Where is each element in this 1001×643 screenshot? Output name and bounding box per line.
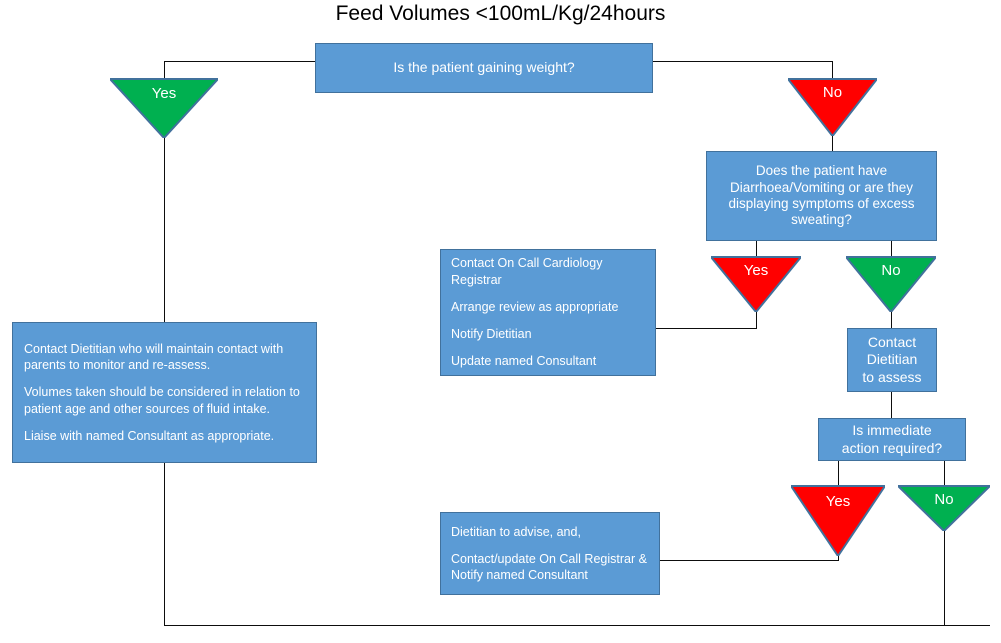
- node-label: Is the patient gaining weight?: [393, 59, 575, 76]
- down-triangle-icon: [791, 485, 885, 556]
- down-triangle-icon: [898, 485, 990, 531]
- down-triangle-icon: [711, 256, 801, 312]
- connector-yes-to-cardiology: [656, 328, 757, 329]
- node-label-line-2: Dietitian: [866, 351, 918, 368]
- dietitian-paragraph-1: Contact Dietitian who will maintain cont…: [24, 341, 284, 373]
- node-label-line-2: action required?: [841, 439, 943, 456]
- action-item-2: Arrange review as appropriate: [451, 299, 619, 314]
- branch-gaining-weight-no[interactable]: No: [788, 78, 877, 136]
- node-does-patient-have-diarrhoea[interactable]: Does the patient have Diarrhoea/Vomiting…: [706, 151, 937, 241]
- connector-diarrhoea-yes-drop: [756, 310, 757, 329]
- branch-diarrhoea-yes[interactable]: Yes: [711, 256, 801, 312]
- connector-diarrhoea-to-yes: [756, 241, 757, 258]
- connector-no-to-diarrhoea: [832, 134, 833, 152]
- advise-paragraph-1: Dietitian to advise, and,: [451, 524, 581, 539]
- node-label-line-2: Diarrhoea/Vomiting or are they: [729, 179, 914, 195]
- action-item-4: Update named Consultant: [451, 354, 597, 369]
- dietitian-paragraph-3: Liaise with named Consultant as appropri…: [24, 428, 275, 443]
- down-triangle-icon: [846, 256, 936, 312]
- down-triangle-icon: [110, 78, 218, 138]
- connector-immediate-to-no: [944, 461, 945, 485]
- node-label-line-3: to assess: [862, 368, 922, 385]
- connector-no-drop: [832, 61, 833, 81]
- connector-immediate-no-to-bottom: [944, 530, 945, 626]
- node-cardiology-actions[interactable]: Contact On Call Cardiology Registrar Arr…: [440, 249, 656, 376]
- action-item-3: Notify Dietitian: [451, 327, 532, 342]
- connector-immediate-yes-drop: [838, 555, 839, 561]
- connector-dietitian-to-bottom: [164, 462, 165, 626]
- node-contact-dietitian-monitor[interactable]: Contact Dietitian who will maintain cont…: [12, 322, 317, 463]
- connector-top-to-yes: [164, 61, 315, 62]
- connector-yes-to-dietitian: [164, 136, 165, 323]
- node-label-line-3: displaying symptoms of excess: [728, 196, 915, 211]
- branch-immediate-action-yes[interactable]: Yes: [791, 485, 885, 556]
- dietitian-paragraph-2: Volumes taken should be considered in re…: [24, 385, 300, 416]
- node-dietitian-to-advise[interactable]: Dietitian to advise, and, Contact/update…: [440, 512, 660, 595]
- node-label-line-1: Does the patient have: [755, 163, 888, 179]
- connector-top-to-no: [653, 61, 832, 62]
- node-label-line-1: Is immediate: [852, 422, 932, 439]
- advise-paragraph-2: Contact/update On Call Registrar & Notif…: [451, 551, 647, 583]
- node-is-immediate-action-required[interactable]: Is immediate action required?: [818, 418, 966, 461]
- node-label-line-1: Contact: [867, 334, 917, 351]
- connector-bottom-rail: [164, 625, 990, 626]
- connector-immediate-yes-to-advise: [660, 560, 839, 561]
- node-is-patient-gaining-weight[interactable]: Is the patient gaining weight?: [315, 43, 653, 93]
- connector-diarrhoea-to-no: [891, 241, 892, 258]
- connector-yes-drop: [164, 61, 165, 81]
- connector-diarrhoea-no-drop: [891, 310, 892, 328]
- connector-assess-to-immediate: [891, 392, 892, 418]
- node-contact-dietitian-to-assess[interactable]: Contact Dietitian to assess: [847, 328, 937, 392]
- branch-immediate-action-no[interactable]: No: [898, 485, 990, 531]
- branch-gaining-weight-yes[interactable]: Yes: [110, 78, 218, 138]
- page-title: Feed Volumes <100mL/Kg/24hours: [335, 2, 666, 25]
- node-label-line-4: sweating?: [791, 212, 852, 228]
- branch-diarrhoea-no[interactable]: No: [846, 256, 936, 312]
- down-triangle-icon: [788, 78, 877, 136]
- action-item-1: Contact On Call Cardiology Registrar: [451, 256, 603, 287]
- connector-immediate-to-yes: [838, 461, 839, 485]
